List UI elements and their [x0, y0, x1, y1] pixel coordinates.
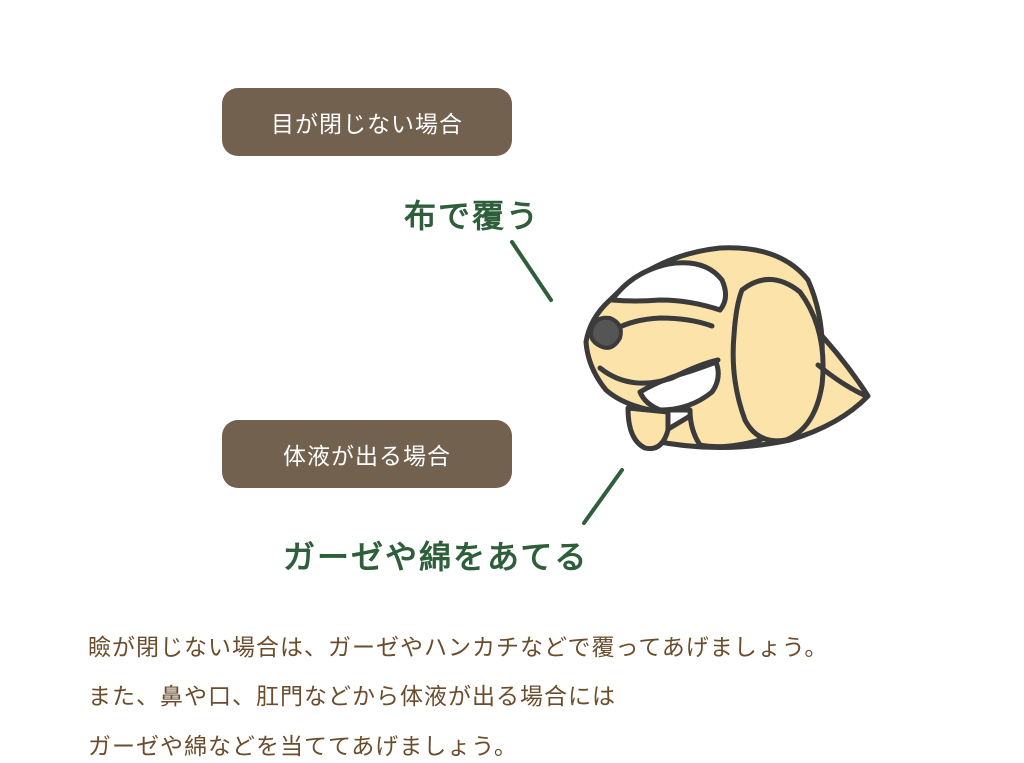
description-line-3: ガーゼや綿などを当ててあげましょう。	[88, 734, 518, 760]
dog-head-icon	[583, 245, 871, 452]
dog-nose	[589, 315, 623, 350]
eye-cloth	[609, 260, 728, 313]
dog-chin	[625, 405, 671, 452]
description-line-1: 瞼が閉じない場合は、ガーゼやハンカチなどで覆ってあげましょう。	[88, 635, 829, 661]
dog-ear-tip	[815, 362, 869, 399]
leader-line-cloth	[510, 240, 553, 302]
callout-cover-with-cloth: 布で覆う	[404, 197, 541, 235]
dog-mouth-line	[597, 357, 721, 386]
label-eyes-not-closing: 目が閉じない場合	[222, 88, 512, 156]
description-line-2: また、鼻や口、肛門などから体液が出る場合には	[88, 684, 616, 710]
leader-line-gauze	[582, 468, 624, 525]
dog-ear	[730, 277, 826, 444]
callout-apply-gauze: ガーゼや綿をあてる	[283, 538, 589, 576]
label-body-fluid: 体液が出る場合	[222, 420, 512, 488]
